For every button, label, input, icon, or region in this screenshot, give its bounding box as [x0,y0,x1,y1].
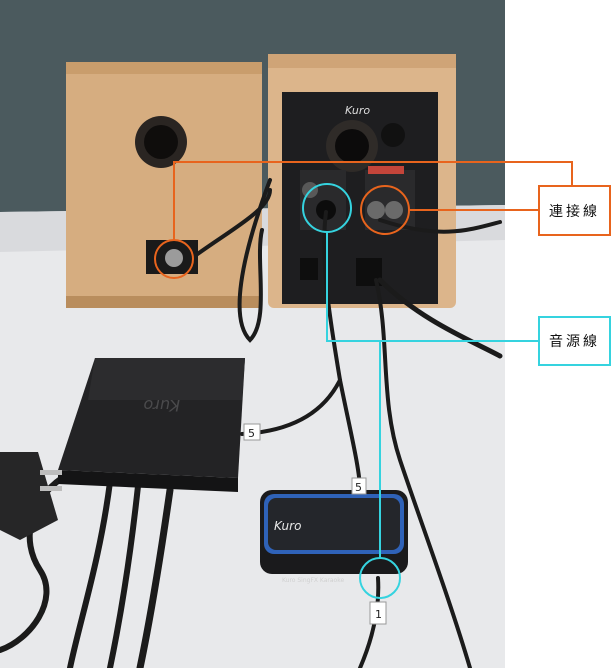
power-adapter [0,452,62,540]
remote-label-text: Kuro SingFX Karaoke [282,577,344,584]
callout-connection-cable: 連接線 [538,185,611,236]
connect-annotation [154,161,573,279]
box-brand-logo: Kuro [143,396,180,415]
tag-label-2: 5 [355,481,362,494]
speaker-brand-logo: Kuro [345,104,370,117]
kuro-box: Kuro [58,358,245,492]
remote-brand-logo: Kuro [274,519,301,533]
cable-tags: 5 5 1 [243,423,387,625]
power-line-upper [326,232,538,342]
right-speaker: Kuro [268,54,456,308]
tag-label-3: 1 [375,608,382,621]
karaoke-remote: Kuro Kuro SingFX Karaoke [260,490,408,584]
cables [0,178,503,668]
left-speaker [66,62,262,308]
power-annotation [302,183,538,599]
callout-audio-source-cable: 音源線 [538,316,611,366]
tag-label-1: 5 [248,427,255,440]
connect-line-upper [173,161,573,240]
